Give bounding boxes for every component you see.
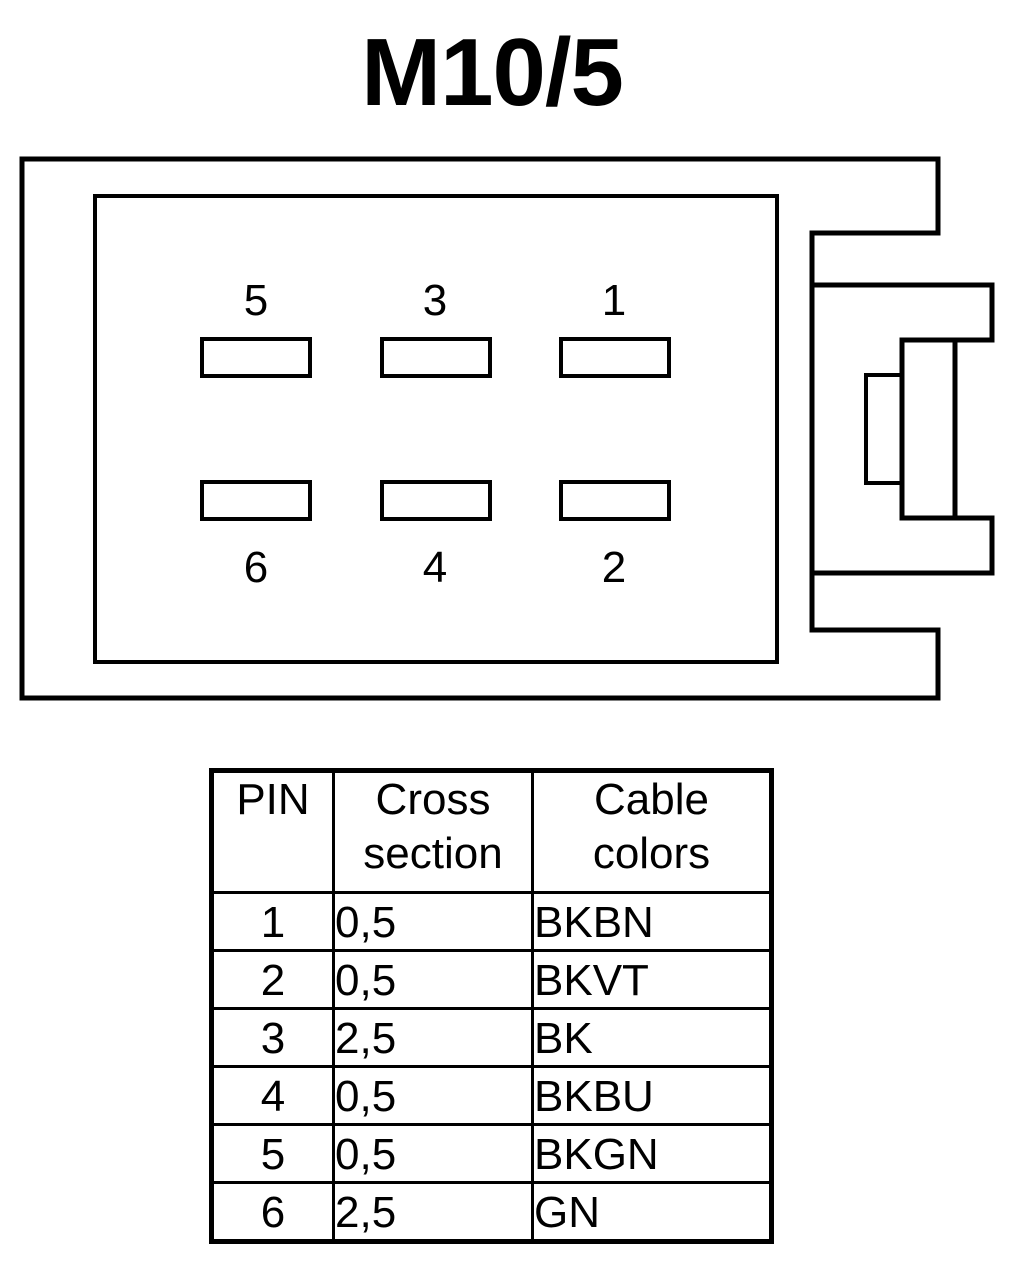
cell-pin: 1 (210, 891, 335, 952)
header-pin: PIN (210, 769, 335, 894)
pin-contact-3 (380, 337, 492, 378)
table-row: 1 0,5 BKBN (210, 891, 773, 952)
cell-cable-color: BK (531, 1007, 773, 1068)
cell-cross-section: 0,5 (332, 1123, 534, 1184)
cell-pin: 4 (210, 1065, 335, 1126)
pin-label-top: 1 (602, 276, 626, 325)
cell-cable-color: BKVT (531, 949, 773, 1010)
table-row: 6 2,5 GN (210, 1181, 773, 1243)
cell-cable-color: BKGN (531, 1123, 773, 1184)
pin-contact-1 (559, 337, 671, 378)
cell-cross-section: 2,5 (332, 1181, 534, 1243)
cell-cable-color: BKBN (531, 891, 773, 952)
header-cable-colors: Cable colors (531, 769, 773, 894)
table-header-row: PIN Cross section Cable colors (210, 769, 773, 894)
connector-housing-outline (19, 156, 941, 701)
connector-title: M10/5 (361, 19, 624, 126)
header-cross-section: Cross section (332, 769, 534, 894)
pin-contact-6 (200, 480, 312, 521)
cell-pin: 6 (210, 1181, 335, 1243)
cell-cable-color: BKBU (531, 1065, 773, 1126)
pin-contact-2 (559, 480, 671, 521)
cell-cross-section: 0,5 (332, 1065, 534, 1126)
table-row: 2 0,5 BKVT (210, 949, 773, 1010)
cell-cross-section: 0,5 (332, 949, 534, 1010)
table-row: 3 2,5 BK (210, 1007, 773, 1068)
cell-pin: 2 (210, 949, 335, 1010)
pin-label-bottom: 2 (602, 543, 626, 592)
pin-label-top: 3 (423, 276, 447, 325)
connector-latch-tab (864, 373, 904, 485)
cell-pin: 5 (210, 1123, 335, 1184)
pin-assignment-table: PIN Cross section Cable colors 1 0,5 BKB… (209, 768, 774, 1244)
cell-cross-section: 2,5 (332, 1007, 534, 1068)
pin-label-bottom: 6 (244, 543, 268, 592)
pin-contact-4 (380, 480, 492, 521)
table-row: 5 0,5 BKGN (210, 1123, 773, 1184)
cell-pin: 3 (210, 1007, 335, 1068)
pin-contact-5 (200, 337, 312, 378)
pin-label-top: 5 (244, 276, 268, 325)
connector-inner-face (93, 194, 779, 664)
cell-cross-section: 0,5 (332, 891, 534, 952)
table-row: 4 0,5 BKBU (210, 1065, 773, 1126)
cell-cable-color: GN (531, 1181, 773, 1243)
pin-label-bottom: 4 (423, 543, 447, 592)
connector-diagram: 5 3 1 6 4 2 (19, 156, 995, 701)
